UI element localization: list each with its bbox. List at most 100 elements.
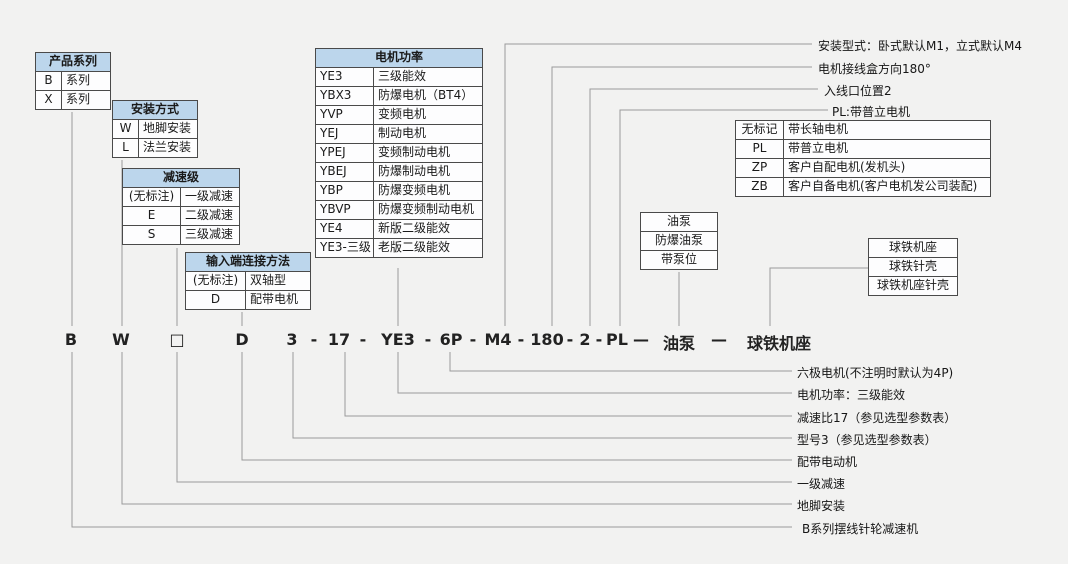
code-cell: YBVP: [315, 200, 374, 220]
annotation-motor-power: 电机功率：三级能效: [797, 388, 906, 402]
code-token-inlet-position: 2: [579, 330, 591, 349]
label-cell: 防爆油泵: [640, 231, 718, 251]
oil-pump-table: 油泵 防爆油泵 带泵位: [640, 212, 718, 270]
code-token-junction-box: 180: [530, 330, 564, 349]
code-cell: L: [112, 138, 139, 158]
table-row: 防爆油泵: [640, 231, 718, 251]
table-row: 球铁针壳: [868, 257, 958, 277]
annotation-mounting-type: 安装型式：卧式默认M1，立式默认M4: [818, 39, 1022, 53]
code-cell: 无标记: [735, 120, 784, 140]
label-cell: 法兰安装: [138, 138, 198, 158]
code-cell: B: [35, 71, 62, 91]
code-separator: -: [517, 330, 525, 349]
code-token-model: 3: [286, 330, 298, 349]
code-cell: X: [35, 90, 62, 110]
table-row: 带泵位: [640, 250, 718, 270]
table-title: 减速级: [122, 168, 240, 188]
code-cell: D: [185, 290, 246, 310]
iron-base-table: 球铁机座 球铁针壳 球铁机座针壳: [868, 238, 958, 296]
table-title: 安装方式: [112, 100, 198, 120]
table-row: 无标记带长轴电机: [735, 120, 991, 140]
code-cell: YEJ: [315, 124, 374, 144]
code-token-motor-type: YE3: [381, 330, 415, 349]
table-title: 产品系列: [35, 52, 111, 72]
table-header-row: 减速级: [122, 168, 240, 188]
label-cell: 制动电机: [373, 124, 483, 144]
table-header-row: 电机功率: [315, 48, 483, 68]
code-cell: YE3-三级: [315, 238, 374, 258]
code-cell: PL: [735, 139, 784, 159]
table-row: 油泵: [640, 212, 718, 232]
label-cell: 双轴型: [245, 271, 311, 291]
label-cell: 带长轴电机: [783, 120, 991, 140]
table-title: 输入端连接方法: [185, 252, 311, 272]
label-cell: 地脚安装: [138, 119, 198, 139]
label-cell: 变频电机: [373, 105, 483, 125]
code-separator: -: [424, 330, 432, 349]
code-cell: YBX3: [315, 86, 374, 106]
code-cell: W: [112, 119, 139, 139]
code-cell: YBEJ: [315, 162, 374, 182]
label-cell: 系列: [61, 71, 111, 91]
code-cell: ZP: [735, 158, 784, 178]
code-cell: YE4: [315, 219, 374, 239]
annotation-junction-box: 电机接线盒方向180°: [818, 62, 931, 76]
annotation-reduction: 一级减速: [797, 477, 846, 491]
label-cell: 三级减速: [180, 225, 240, 245]
code-cell: YVP: [315, 105, 374, 125]
label-cell: 客户自配电机(发机头): [783, 158, 991, 178]
label-cell: 球铁针壳: [868, 257, 958, 277]
annotation-series: B系列摆线针轮减速机: [802, 522, 919, 536]
code-token-reduction-stage: □: [169, 330, 185, 349]
label-cell: 球铁机座: [868, 238, 958, 258]
code-separator: —: [711, 330, 727, 349]
annotation-inlet-position: 入线口位置2: [824, 84, 892, 98]
label-cell: 带泵位: [640, 250, 718, 270]
table-title: 电机功率: [315, 48, 483, 68]
label-cell: 新版二级能效: [373, 219, 483, 239]
label-cell: 防爆变频电机: [373, 181, 483, 201]
code-token-oil-pump: 油泵: [662, 334, 696, 353]
code-cell: S: [122, 225, 181, 245]
label-cell: 球铁机座针壳: [868, 276, 958, 296]
label-cell: 老版二级能效: [373, 238, 483, 258]
code-separator: -: [310, 330, 318, 349]
table-header-row: 输入端连接方法: [185, 252, 311, 272]
label-cell: 油泵: [640, 212, 718, 232]
code-cell: ZB: [735, 177, 784, 197]
code-cell: (无标注): [122, 187, 181, 207]
code-cell: E: [122, 206, 181, 226]
label-cell: 配带电机: [245, 290, 311, 310]
label-cell: 带普立电机: [783, 139, 991, 159]
code-token-ratio: 17: [327, 330, 351, 349]
code-separator: -: [595, 330, 603, 349]
code-token-series: B: [64, 330, 78, 349]
label-cell: 系列: [61, 90, 111, 110]
label-cell: 客户自备电机(客户电机发公司装配): [783, 177, 991, 197]
table-row: (无标注)双轴型: [185, 271, 311, 291]
code-token-mounting: W: [112, 330, 130, 349]
code-cell: (无标注): [185, 271, 246, 291]
